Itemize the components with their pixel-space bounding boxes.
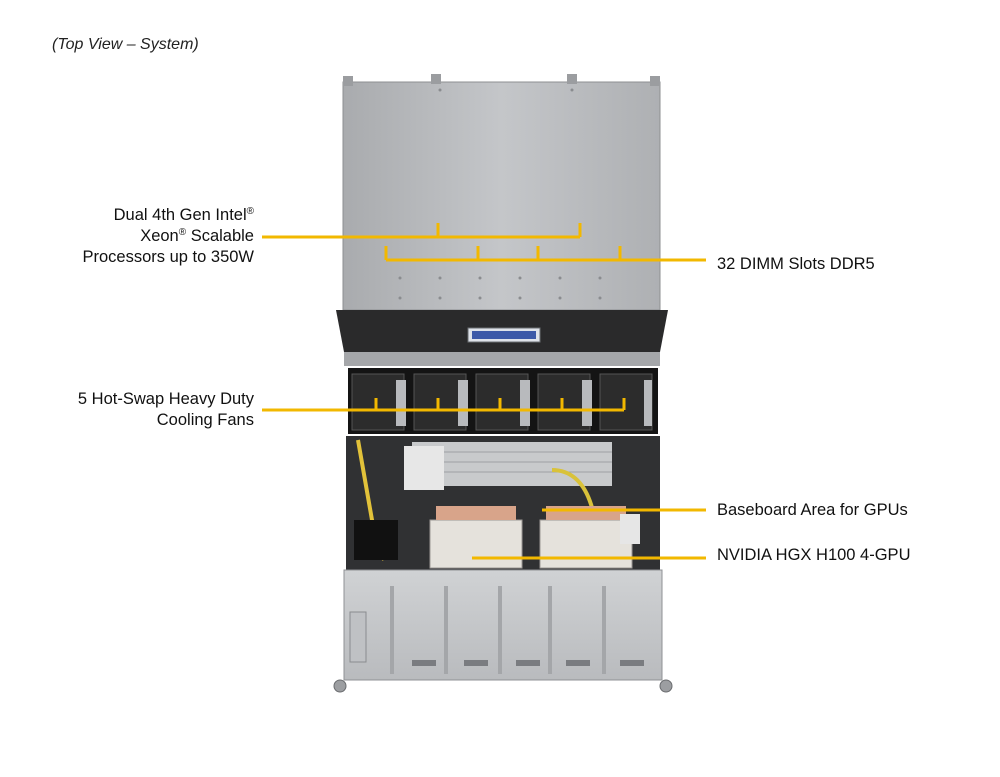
callout-gpu-area-label: Baseboard Area for GPUs — [717, 501, 908, 519]
callout-lines — [262, 223, 706, 560]
top-cover-shroud — [342, 74, 661, 311]
callout-fans-label: 5 Hot-Swap Heavy Duty Cooling Fans — [77, 390, 254, 429]
figure-caption: (Top View – System) — [52, 36, 199, 53]
gpu-baseboard-bay — [346, 436, 660, 570]
callout-dimm-label: 32 DIMM Slots DDR5 — [717, 255, 875, 273]
fan-bay-cover — [336, 310, 668, 366]
front-drive-tray — [333, 569, 673, 693]
cooling-fan-row — [348, 368, 658, 434]
callout-hgx-label: NVIDIA HGX H100 4-GPU — [717, 546, 911, 564]
callout-cpu-label: Dual 4th Gen Intel® Xeon® Scalable Proce… — [82, 206, 255, 266]
